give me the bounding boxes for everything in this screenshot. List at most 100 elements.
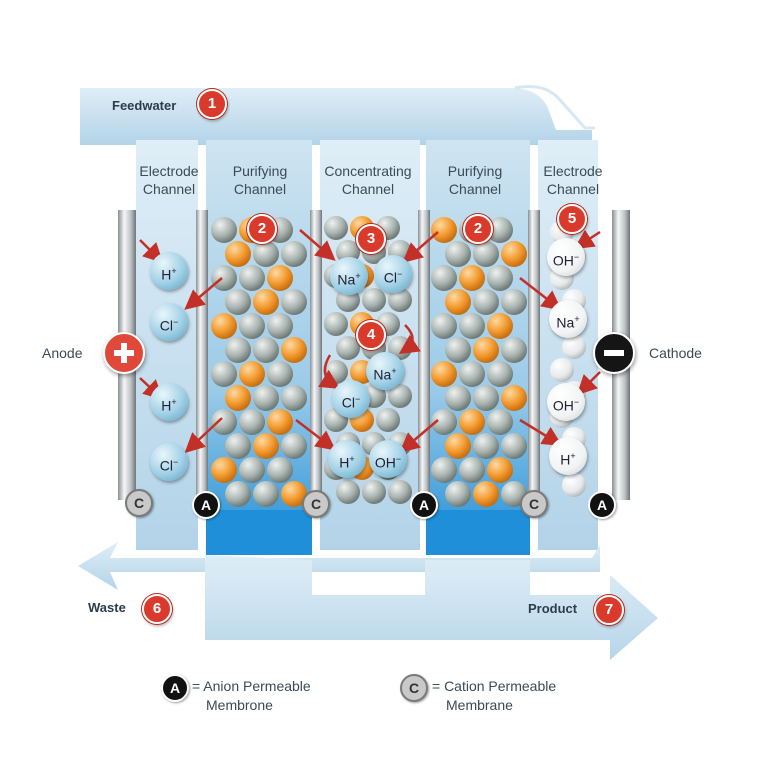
membrane-cation-marker-1: C — [125, 489, 153, 517]
purifying-right-resin-bead — [501, 385, 527, 411]
waste-arrow — [78, 542, 600, 590]
purifying-left-resin-bead — [225, 289, 251, 315]
purifying-left-resin-bead — [225, 481, 251, 507]
product-arrow — [205, 555, 658, 660]
purifying-right-resin-bead — [473, 433, 499, 459]
purifying-left-resin-bead — [253, 241, 279, 267]
product-label: Product — [528, 601, 578, 616]
membrane-anion-marker-2: A — [410, 491, 438, 519]
purifying-left-resin-bead — [267, 265, 293, 291]
purifying-right-resin-bead — [487, 361, 513, 387]
ion-oh-electrode-right-2: OH− — [547, 383, 585, 421]
concentrating-resin-bead — [324, 216, 348, 240]
purifying-right-resin-bead — [487, 217, 513, 243]
membrane-cation-marker-3: C — [520, 490, 548, 518]
step-3-badge: 3 — [356, 224, 386, 254]
purifying-left-resin-bead — [211, 265, 237, 291]
purifying-left-resin-bead — [225, 241, 251, 267]
ion-cl-electrode-left-2: Cl− — [150, 443, 188, 481]
concentrating-resin-bead — [388, 384, 412, 408]
cathode-minus-icon — [593, 332, 635, 374]
purifying-right-resin-bead — [431, 361, 457, 387]
purifying-left-resin-bead — [267, 409, 293, 435]
step-2-right-badge: 2 — [463, 214, 493, 244]
purifying-left-resin-bead — [211, 409, 237, 435]
purifying-left-resin-bead — [281, 241, 307, 267]
purifying-left-resin-bead — [225, 337, 251, 363]
purifying-right-resin-bead — [473, 385, 499, 411]
purifying-right-resin-bead — [487, 313, 513, 339]
purifying-right-resin-bead — [487, 265, 513, 291]
purifying-left-resin-bead — [211, 217, 237, 243]
purifying-left-resin-bead — [239, 457, 265, 483]
purifying-left-resin-bead — [239, 265, 265, 291]
concentrating-resin-bead — [376, 408, 400, 432]
purifying-left-resin-bead — [267, 361, 293, 387]
anode-label: Anode — [42, 345, 83, 361]
purifying-right-resin-bead — [445, 385, 471, 411]
purifying-left-resin-bead — [253, 385, 279, 411]
ion-cl-concentrating-1: Cl− — [374, 255, 412, 293]
purifying-right-resin-bead — [431, 457, 457, 483]
purifying-left-resin-bead — [211, 457, 237, 483]
purifying-right-resin-bead — [459, 265, 485, 291]
purifying-left-resin-bead — [253, 433, 279, 459]
ion-oh-concentrating: OH− — [369, 440, 407, 478]
purifying-right-resin-bead — [445, 289, 471, 315]
purifying-right-resin-bead — [473, 289, 499, 315]
ion-na-concentrating-2: Na+ — [366, 352, 404, 390]
purifying-right-resin-bead — [431, 409, 457, 435]
membrane-cation-marker-2: C — [302, 490, 330, 518]
ion-h-electrode-left-2: H+ — [150, 383, 188, 421]
purifying-right-resin-bead — [459, 409, 485, 435]
legend-anion-symbol: A — [161, 674, 189, 702]
ion-h-electrode-left-1: H+ — [150, 252, 188, 290]
purifying-right-resin-bead — [459, 457, 485, 483]
purifying-left-resin-bead — [281, 481, 307, 507]
membrane-anion-marker-3: A — [588, 491, 616, 519]
purifying-right-resin-bead — [473, 481, 499, 507]
purifying-right-resin-bead — [445, 241, 471, 267]
purifying-right-resin-bead — [501, 241, 527, 267]
purifying-right-resin-bead — [445, 481, 471, 507]
purifying-left-resin-bead — [281, 433, 307, 459]
concentrating-resin-bead — [388, 288, 412, 312]
purifying-left-resin-bead — [225, 385, 251, 411]
purifying-left-resin-bead — [211, 313, 237, 339]
purifying-left-resin-bead — [281, 337, 307, 363]
purifying-right-resin-bead — [487, 409, 513, 435]
membrane-anion-marker-1: A — [192, 491, 220, 519]
concentrating-resin-bead — [362, 480, 386, 504]
concentrating-resin-bead — [336, 480, 360, 504]
waste-label: Waste — [88, 600, 126, 615]
purifying-right-resin-bead — [473, 337, 499, 363]
concentrating-resin-bead — [362, 288, 386, 312]
purifying-left-resin-bead — [253, 289, 279, 315]
purifying-left-resin-bead — [225, 433, 251, 459]
ion-cl-concentrating-2: Cl− — [332, 380, 370, 418]
legend-cation-symbol: C — [400, 674, 428, 702]
step-4-badge: 4 — [356, 320, 386, 350]
feedwater-label: Feedwater — [112, 98, 177, 113]
purifying-right-resin-bead — [459, 361, 485, 387]
purifying-right-resin-bead — [501, 337, 527, 363]
concentrating-resin-bead — [324, 312, 348, 336]
purifying-right-resin-bead — [431, 313, 457, 339]
purifying-left-resin-bead — [211, 361, 237, 387]
step-6-badge: 6 — [142, 594, 172, 624]
ion-cl-electrode-left-1: Cl− — [150, 303, 188, 341]
purifying-left-resin-bead — [281, 289, 307, 315]
concentrating-resin-bead — [388, 480, 412, 504]
purifying-left-resin-bead — [267, 457, 293, 483]
step-2-left-badge: 2 — [247, 214, 277, 244]
purifying-right-resin-bead — [459, 313, 485, 339]
purifying-left-resin-bead — [281, 385, 307, 411]
step-7-badge: 7 — [594, 595, 624, 625]
step-1-badge: 1 — [197, 89, 227, 119]
